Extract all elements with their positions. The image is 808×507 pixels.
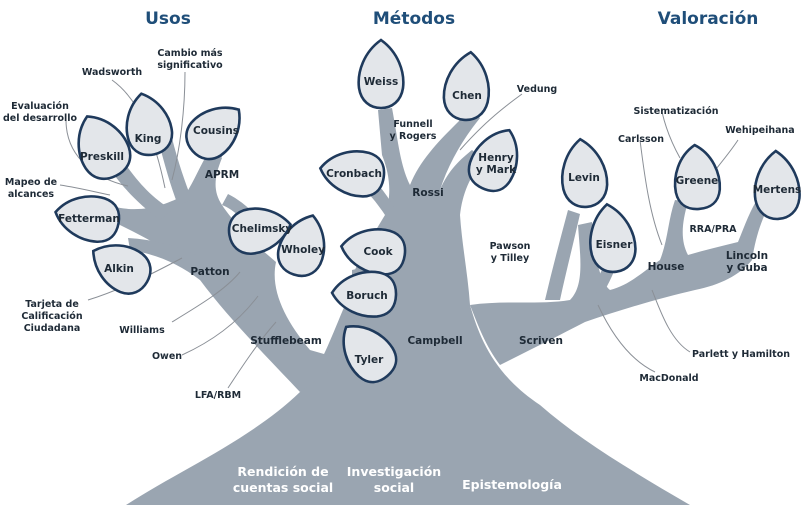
label-campbell: Campbell (407, 335, 462, 347)
label-tarjeta-3: Ciudadana (24, 323, 81, 334)
leaf-label-greene: Greene (676, 175, 719, 187)
label-cambio-2: significativo (157, 60, 223, 71)
valoracion-branch-levin (545, 210, 580, 300)
label-rra-pra: RRA/PRA (689, 224, 737, 235)
label-scriven: Scriven (519, 335, 563, 347)
label-wadsworth: Wadsworth (82, 67, 143, 78)
root-epistemologia: Epistemología (462, 477, 562, 492)
root-rendicion-2: cuentas social (233, 480, 333, 495)
leaf-label-alkin: Alkin (104, 263, 134, 275)
tree-silhouette (108, 108, 772, 505)
label-wehipeihana: Wehipeihana (725, 125, 794, 136)
label-mapeo-1: Mapeo de (5, 177, 57, 188)
label-rossi: Rossi (412, 187, 443, 199)
leaf-label-chelimsky: Chelimsky (232, 223, 293, 235)
connector-mapeo (60, 185, 110, 195)
connector-carlsson (640, 140, 662, 245)
label-lincoln-1: Lincoln (726, 250, 768, 262)
label-mapeo-2: alcances (8, 189, 55, 200)
label-pawson-2: y Tilley (491, 253, 530, 264)
leaf-label-eisner: Eisner (596, 239, 634, 251)
label-lfa-rbm: LFA/RBM (195, 390, 241, 401)
label-tarjeta-1: Tarjeta de (25, 299, 79, 310)
root-rendicion-1: Rendición de (237, 464, 328, 479)
leaf-label-fetterman: Fetterman (58, 213, 120, 225)
leaf-label-henry-mark-1: Henry (478, 152, 514, 164)
label-funnell-2: y Rogers (390, 131, 437, 142)
root-investigacion-1: Investigación (347, 464, 441, 479)
leaf-label-cook: Cook (363, 246, 393, 258)
label-lincoln-2: y Guba (726, 262, 767, 274)
root-investigacion-2: social (374, 480, 414, 495)
leaf-label-preskill: Preskill (80, 151, 124, 163)
label-evaluacion-1: Evaluación (11, 101, 69, 112)
label-pawson-1: Pawson (490, 241, 531, 252)
label-house: House (648, 261, 685, 273)
label-parlett-hamilton: Parlett y Hamilton (692, 349, 790, 360)
label-williams: Williams (119, 325, 165, 336)
label-macdonald: MacDonald (639, 373, 698, 384)
leaf-label-levin: Levin (568, 172, 600, 184)
label-carlsson: Carlsson (618, 134, 664, 145)
leaf-weiss[interactable] (359, 40, 404, 108)
leaf-label-weiss: Weiss (364, 76, 398, 88)
branch-title-metodos: Métodos (373, 9, 455, 29)
label-owen: Owen (152, 351, 182, 362)
label-stufflebeam: Stufflebeam (250, 335, 322, 347)
leaf-label-tyler: Tyler (355, 354, 384, 366)
label-patton: Patton (190, 266, 229, 278)
leaf-chen[interactable] (441, 50, 493, 122)
branch-title-usos: Usos (145, 9, 191, 29)
leaf-label-chen: Chen (452, 90, 482, 102)
label-evaluacion-2: del desarrollo (3, 113, 78, 124)
leaf-label-cronbach: Cronbach (326, 168, 382, 180)
leaf-label-mertens: Mertens (753, 184, 802, 196)
leaf-label-wholey: Wholey (281, 244, 325, 256)
label-sistematizacion: Sistematización (634, 106, 719, 117)
label-vedung: Vedung (517, 84, 557, 95)
label-tarjeta-2: Calificación (21, 311, 82, 322)
leaf-label-henry-mark-2: y Mark (476, 164, 517, 176)
leaf-label-king: King (135, 133, 162, 145)
connector-macdonald (598, 305, 655, 372)
connector-sistematizacion (662, 112, 680, 158)
label-aprm: APRM (205, 169, 239, 181)
leaf-label-cousins: Cousins (193, 125, 239, 137)
branch-title-valoracion: Valoración (658, 9, 759, 29)
label-funnell-1: Funnell (393, 119, 432, 130)
label-cambio-1: Cambio más (157, 48, 222, 59)
leaf-label-boruch: Boruch (346, 290, 388, 302)
